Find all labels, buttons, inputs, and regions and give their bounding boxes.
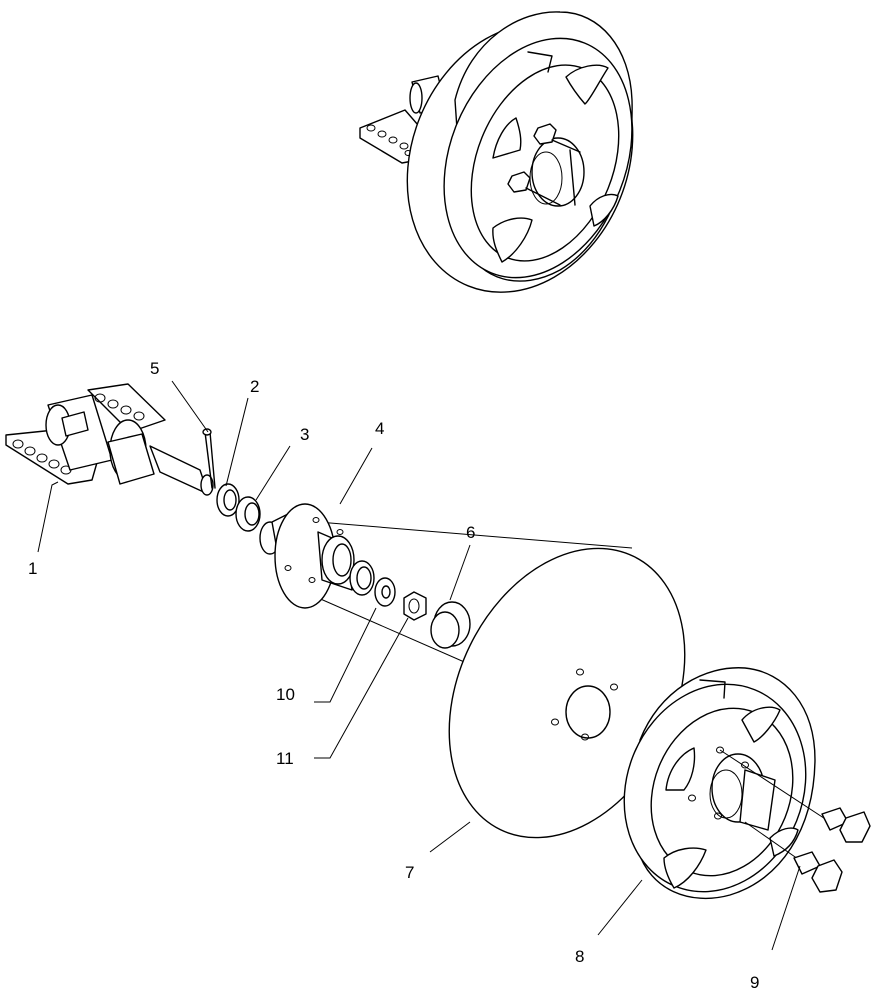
part-10-bearing-washer [349, 560, 396, 607]
assembled-wheel-view [359, 11, 634, 293]
callout-2: 2 [250, 377, 259, 396]
callout-labels: 1 2 3 4 5 6 7 8 9 10 11 [28, 359, 759, 992]
callout-6: 6 [466, 523, 475, 542]
part-5-cotter-pin [202, 428, 216, 489]
callout-10: 10 [276, 685, 295, 704]
callout-7: 7 [405, 863, 414, 882]
assembled-tire [443, 11, 633, 282]
callout-5: 5 [150, 359, 159, 378]
part-4-hub [259, 503, 355, 609]
part-2-washer [216, 483, 240, 517]
callout-9: 9 [750, 973, 759, 992]
callout-3: 3 [300, 425, 309, 444]
callout-leaders [37, 380, 801, 951]
part-11-castle-nut [403, 591, 427, 621]
part-1-bracket-spindle [5, 383, 214, 496]
callout-4: 4 [375, 419, 384, 438]
part-7-disc [448, 547, 686, 839]
part-6-dust-cap [430, 601, 471, 649]
part-9-bolts [719, 749, 871, 893]
callout-11: 11 [276, 749, 294, 768]
part-8-tire [623, 667, 816, 899]
part-3-bearing [235, 496, 261, 532]
callout-1: 1 [28, 559, 37, 578]
callout-8: 8 [575, 947, 584, 966]
